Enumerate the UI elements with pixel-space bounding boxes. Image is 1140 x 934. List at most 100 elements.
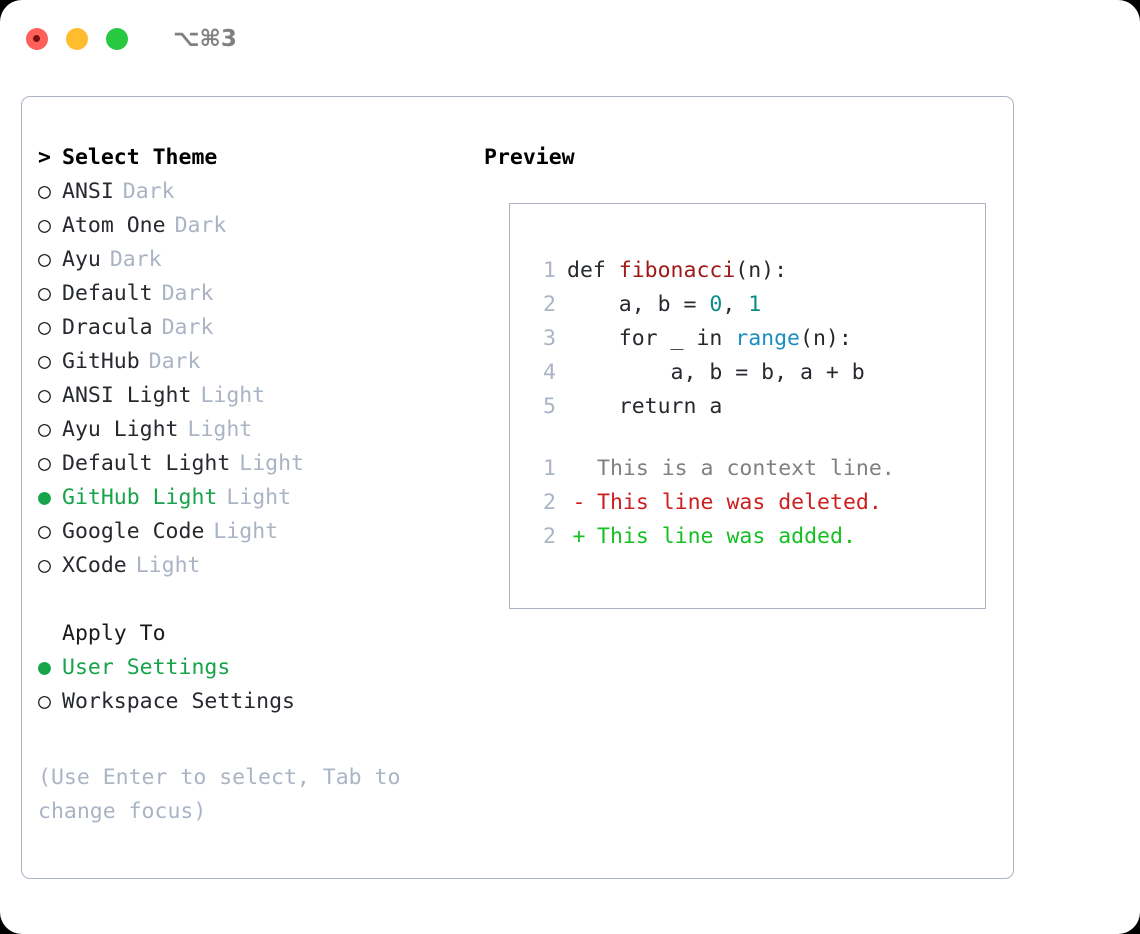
close-window-icon[interactable] — [26, 28, 48, 50]
code-line: 5 return a — [530, 390, 865, 424]
radio-unselected-icon: ○ — [38, 281, 51, 306]
code-token: a, b = — [567, 292, 710, 317]
code-line-number: 2 — [543, 292, 556, 317]
window-controls — [26, 28, 128, 50]
theme-list-item[interactable]: ○ Ayu Light Light — [38, 417, 478, 451]
keyboard-shortcut-label: ⌥⌘3 — [173, 26, 237, 52]
theme-name: ANSI Light — [62, 383, 192, 408]
theme-name: Default Light — [62, 451, 231, 476]
theme-name: Ayu Light — [62, 417, 179, 442]
select-theme-header: > Select Theme — [38, 145, 478, 179]
code-line: 2 a, b = 0, 1 — [530, 288, 865, 322]
apply-to-header: Apply To — [38, 621, 478, 655]
radio-unselected-icon: ○ — [38, 247, 51, 272]
code-line-number: 4 — [543, 360, 556, 385]
code-line-number: 5 — [543, 394, 556, 419]
diff-line-number: 2 — [543, 524, 556, 549]
radio-unselected-icon: ○ — [38, 689, 51, 714]
code-token: for _ in — [567, 326, 736, 351]
theme-variant-tag: Light — [187, 417, 253, 442]
apply-to-label: Apply To — [62, 621, 166, 646]
code-line-text: return a — [567, 390, 723, 424]
theme-variant-tag: Dark — [174, 213, 227, 238]
theme-name: Atom One — [62, 213, 166, 238]
code-token: return a — [567, 394, 723, 419]
theme-list-item[interactable]: ● GitHub Light Light — [38, 485, 478, 519]
diff-line-text: This line was added. — [597, 524, 856, 549]
code-token: range — [735, 326, 801, 351]
radio-selected-icon: ● — [38, 655, 51, 680]
theme-name: Dracula — [62, 315, 153, 340]
maximize-window-icon[interactable] — [106, 28, 128, 50]
diff-sample: 1 This is a context line.2-This line was… — [530, 452, 895, 554]
theme-list-item[interactable]: ○ GitHub Dark — [38, 349, 478, 383]
preview-title: Preview — [484, 145, 575, 170]
diff-marker-icon: + — [572, 524, 586, 549]
theme-variant-tag: Light — [213, 519, 279, 544]
select-theme-title: Select Theme — [62, 145, 218, 170]
code-line-number: 3 — [543, 326, 556, 351]
radio-unselected-icon: ○ — [38, 383, 51, 408]
diff-line: 2 + This line was added. — [530, 520, 895, 554]
code-line: 3 for _ in range(n): — [530, 322, 865, 356]
theme-variant-tag: Light — [239, 451, 305, 476]
radio-unselected-icon: ○ — [38, 417, 51, 442]
diff-line: 2-This line was deleted. — [530, 486, 895, 520]
theme-variant-tag: Light — [135, 553, 201, 578]
theme-name: Ayu — [62, 247, 101, 272]
radio-unselected-icon: ○ — [38, 349, 51, 374]
code-token: (n): — [735, 258, 788, 283]
code-line-text: a, b = b, a + b — [567, 356, 865, 390]
keyboard-hint-text: (Use Enter to select, Tab to change focu… — [38, 765, 401, 824]
theme-name: ANSI — [62, 179, 114, 204]
theme-variant-tag: Dark — [148, 349, 201, 374]
diff-marker-icon: - — [572, 490, 586, 515]
apply-to-item[interactable]: ○Workspace Settings — [38, 689, 478, 723]
apply-to-list: ● User Settings ○Workspace Settings — [38, 655, 478, 723]
theme-variant-tag: Dark — [122, 179, 175, 204]
list-spacer — [38, 587, 478, 621]
theme-list-item[interactable]: ○ ANSI Dark — [38, 179, 478, 213]
theme-name: GitHub Light — [62, 485, 218, 510]
diff-line-number: 2 — [543, 490, 556, 515]
theme-list-item[interactable]: ○ Default Light Light — [38, 451, 478, 485]
theme-list-item[interactable]: ○ Atom One Dark — [38, 213, 478, 247]
radio-unselected-icon: ○ — [38, 179, 51, 204]
code-line-text: for _ in range(n): — [567, 322, 852, 356]
theme-list-item[interactable]: ○ Ayu Dark — [38, 247, 478, 281]
apply-to-item-label: User Settings — [62, 655, 231, 680]
apply-to-item[interactable]: ● User Settings — [38, 655, 478, 689]
diff-line-text: This line was deleted. — [597, 490, 882, 515]
theme-name: Google Code — [62, 519, 205, 544]
code-token: def — [567, 258, 619, 283]
code-token: 0 — [709, 292, 723, 317]
theme-variant-tag: Dark — [109, 247, 162, 272]
theme-name: GitHub — [62, 349, 140, 374]
radio-selected-icon: ● — [38, 485, 51, 510]
code-line-number: 1 — [543, 258, 556, 283]
minimize-window-icon[interactable] — [66, 28, 88, 50]
theme-variant-tag: Dark — [161, 315, 214, 340]
prompt-caret-icon: > — [38, 145, 51, 170]
radio-unselected-icon: ○ — [38, 553, 51, 578]
radio-unselected-icon: ○ — [38, 451, 51, 476]
code-line-text: a, b = 0, 1 — [567, 288, 761, 322]
code-token: (n): — [800, 326, 852, 351]
code-token: a, b = b, a + b — [567, 360, 865, 385]
theme-variant-tag: Light — [226, 485, 292, 510]
radio-unselected-icon: ○ — [38, 213, 51, 238]
preview-section: Preview — [484, 145, 984, 192]
diff-line-number: 1 — [543, 456, 556, 481]
